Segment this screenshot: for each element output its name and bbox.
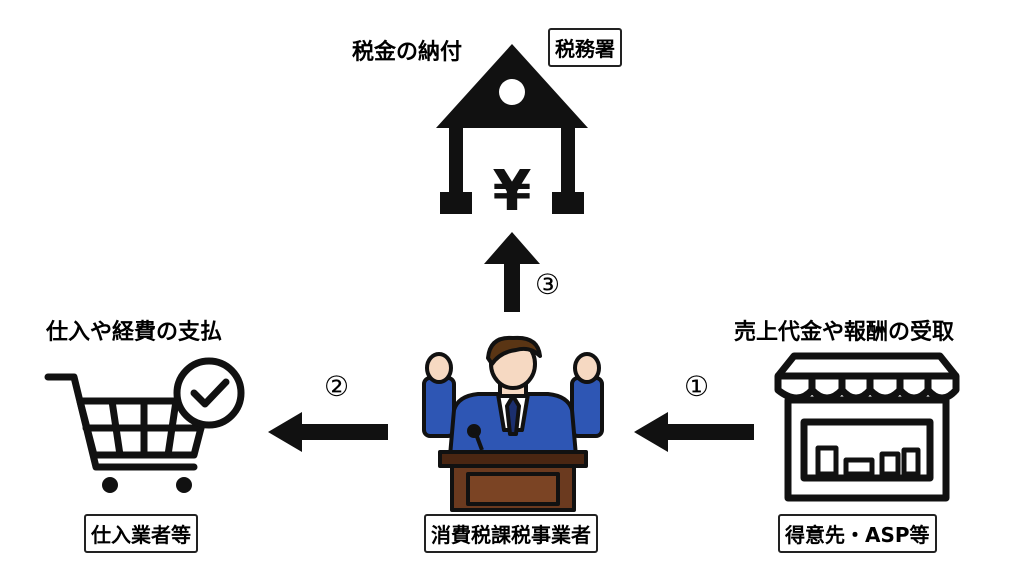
taxpayer-label: 消費税課税事業者 [424,514,598,553]
businessman-podium-icon [422,335,604,512]
arrow-left-icon-1 [634,412,754,452]
tax-payment-caption: 税金の納付 [352,40,463,65]
storefront-icon [774,352,960,502]
sales-label: 得意先・ASP等 [778,514,937,553]
sales-caption: 売上代金や報酬の受取 [734,320,955,345]
step-1-label: ① [684,370,710,403]
step-2-label: ② [324,370,350,403]
yen-icon: ¥ [493,159,532,224]
tax-office-label: 税務署 [548,28,622,67]
purchases-caption: 仕入や経費の支払 [46,320,223,345]
arrow-left-icon-2 [268,412,388,452]
step-3-label: ③ [535,268,561,301]
arrow-up-icon [484,232,540,312]
check-icon [190,378,230,408]
purchases-label: 仕入業者等 [84,514,198,553]
shopping-cart-check-icon [44,357,245,493]
